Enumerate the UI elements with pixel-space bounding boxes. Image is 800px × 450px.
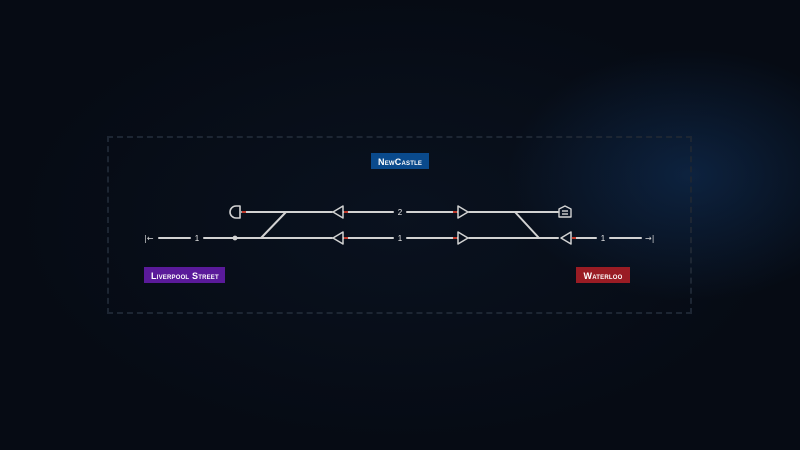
signal-triangle-icon[interactable]	[457, 205, 469, 219]
station-label-waterloo[interactable]: Waterloo	[576, 267, 630, 283]
upper-track-label: 2	[398, 208, 403, 217]
signal-red-marker	[453, 211, 457, 213]
signal-triangle-icon[interactable]	[332, 205, 344, 219]
signal-red-marker	[242, 211, 246, 213]
depot-icon[interactable]	[558, 205, 572, 218]
signal-triangle-icon[interactable]	[560, 231, 572, 245]
signal-red-marker	[453, 237, 457, 239]
signal-red-marker	[344, 211, 348, 213]
lower-right-track-label: 1	[601, 234, 606, 243]
signal-red-marker	[572, 237, 576, 239]
signal-triangle-icon[interactable]	[332, 231, 344, 245]
left-crossover[interactable]	[260, 211, 287, 239]
right-crossover[interactable]	[514, 211, 540, 239]
station-label-newcastle[interactable]: NewCastle	[371, 153, 429, 169]
station-label-liverpool-street[interactable]: Liverpool Street	[144, 267, 225, 283]
signal-red-marker	[344, 237, 348, 239]
left-exit-arrow-icon[interactable]: |←	[144, 234, 154, 243]
track-board-border	[107, 136, 692, 314]
buffer-stop-icon[interactable]	[229, 205, 241, 219]
lower-mid-track-label: 1	[398, 234, 403, 243]
signal-triangle-icon[interactable]	[457, 231, 469, 245]
track-junction-dot[interactable]	[232, 235, 238, 241]
right-exit-arrow-icon[interactable]: →|	[645, 234, 654, 243]
lower-left-track-label: 1	[195, 234, 200, 243]
